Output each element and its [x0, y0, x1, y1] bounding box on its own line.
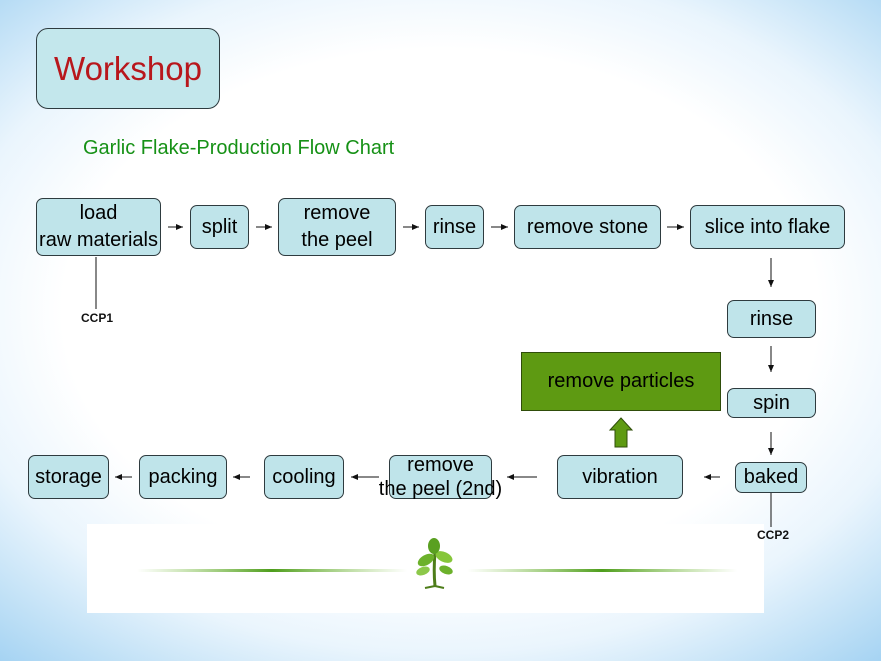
up-arrow-icon [608, 417, 634, 448]
page-title: Workshop [54, 50, 202, 87]
step-rinse-2: rinse [727, 300, 816, 338]
step-spin-label: spin [753, 391, 790, 414]
step-rinse-1-label: rinse [432, 215, 477, 238]
footer-decoration [137, 538, 737, 589]
step-load-line2: raw materials [39, 229, 158, 251]
step-baked-label: baked [743, 466, 799, 488]
step-remove-stone-label: remove stone [526, 215, 649, 238]
step-remove-peel2-line1: remove [407, 454, 474, 476]
step-load-line1: load [79, 202, 118, 224]
step-storage-label: storage [35, 465, 102, 488]
step-remove-peel-line2: the peel [301, 229, 373, 251]
step-rinse-2-label: rinse [749, 307, 794, 330]
step-remove-particles: remove particles [521, 352, 721, 411]
ccp1-label: CCP1 [81, 311, 114, 325]
step-cooling: cooling [264, 455, 344, 499]
step-load: load raw materials [36, 198, 161, 256]
step-vibration: vibration [557, 455, 683, 499]
step-remove-peel-line1: remove [303, 202, 371, 224]
step-remove-peel2-line2: the peel (2nd) [378, 478, 503, 500]
chart-subtitle: Garlic Flake-Production Flow Chart [83, 137, 395, 159]
step-spin: spin [727, 388, 816, 418]
step-packing-label: packing [148, 465, 218, 488]
step-remove-particles-label: remove particles [547, 370, 695, 392]
step-baked: baked [735, 462, 807, 493]
step-split-label: split [201, 215, 238, 238]
sprout-icon [416, 538, 453, 589]
step-slice-into-flake: slice into flake [690, 205, 845, 249]
step-remove-peel-2nd: remove the peel (2nd) [379, 454, 502, 500]
step-split: split [190, 205, 249, 249]
step-vibration-label: vibration [582, 465, 658, 488]
step-packing: packing [139, 455, 227, 499]
step-remove-peel: remove the peel [278, 198, 396, 256]
step-slice-label: slice into flake [704, 215, 831, 238]
step-cooling-label: cooling [272, 465, 336, 488]
step-rinse-1: rinse [425, 205, 484, 249]
ccp2-label: CCP2 [757, 528, 790, 542]
step-remove-stone: remove stone [514, 205, 661, 249]
step-storage: storage [28, 455, 109, 499]
title-box: Workshop [36, 28, 220, 109]
footer-band [87, 524, 764, 613]
